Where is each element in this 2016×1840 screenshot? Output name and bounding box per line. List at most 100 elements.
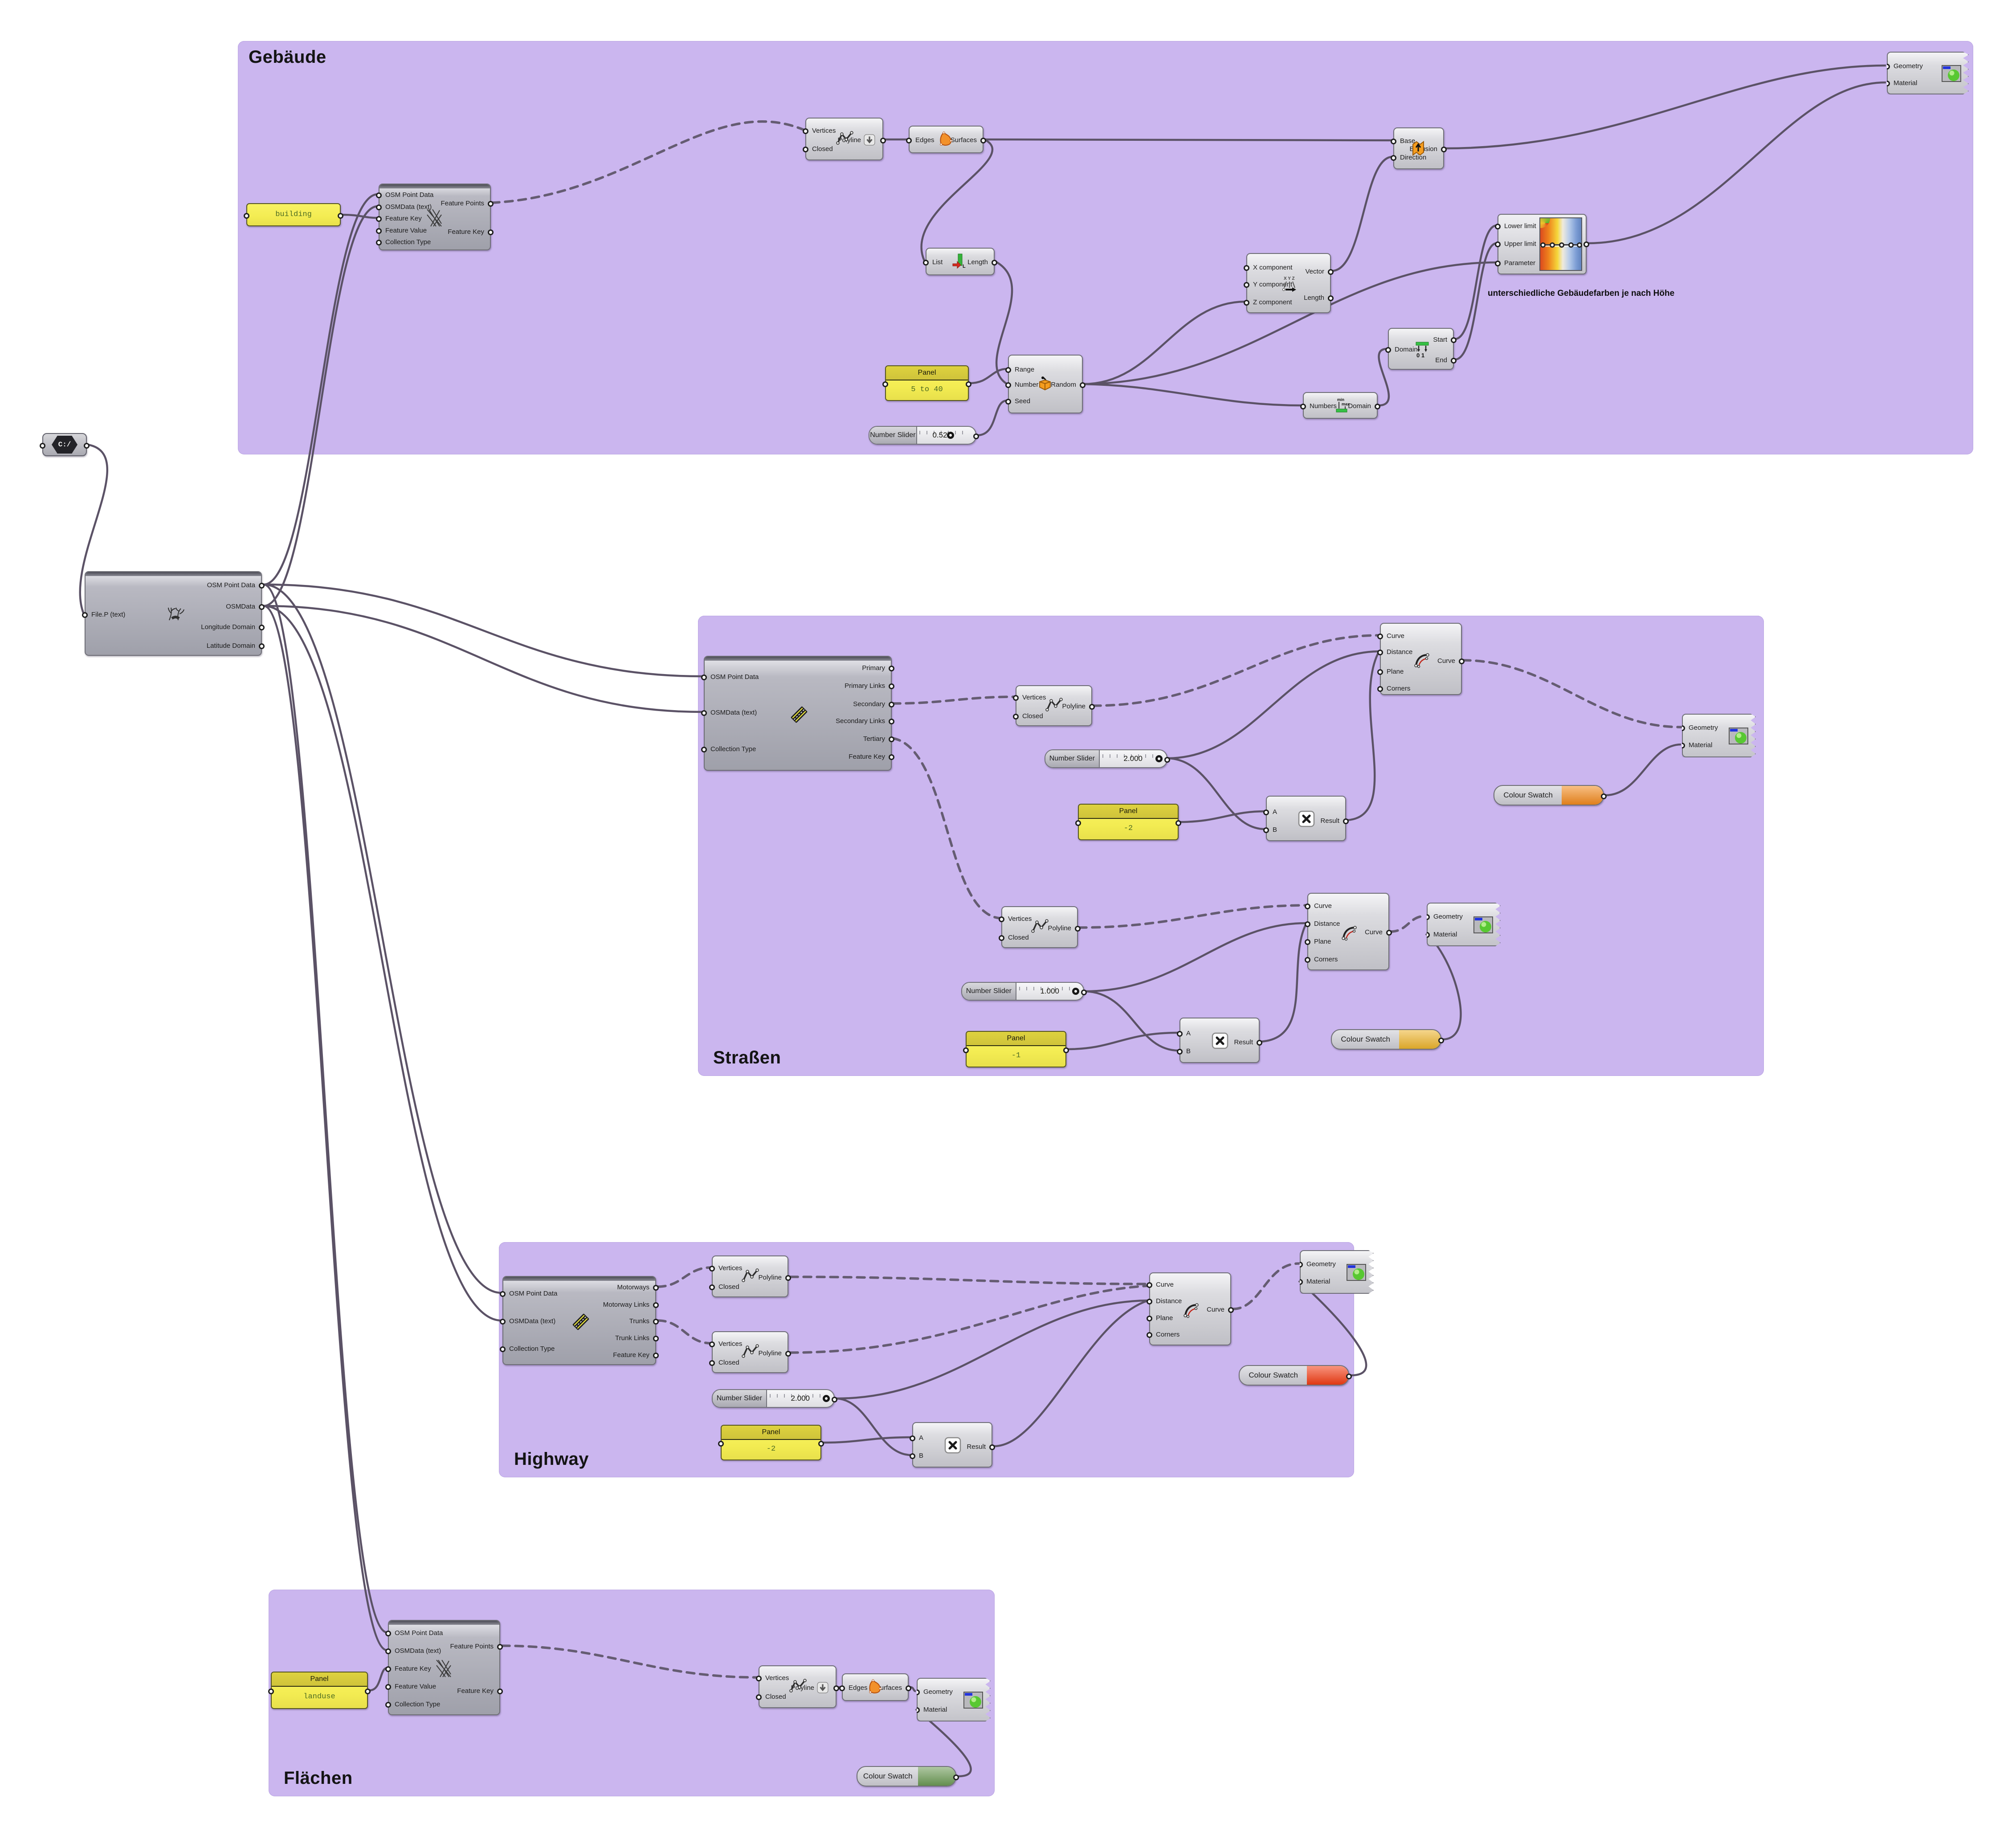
port-osm-streets-out-3[interactable] (889, 719, 894, 724)
port-list-length-out-0[interactable] (992, 260, 997, 266)
wire-osmpoints-to-highways[interactable] (263, 583, 502, 1294)
port-osm-building-out-0[interactable] (488, 201, 494, 207)
port-osm-building-in-4[interactable] (376, 240, 382, 245)
port-offset-1-out-0[interactable] (1459, 658, 1465, 664)
wire-random-to-parameter[interactable] (1083, 261, 1497, 385)
swatch-color[interactable] (1562, 786, 1603, 805)
port-gradient-in-0[interactable] (1495, 224, 1501, 229)
port-out-panel-landuse[interactable] (365, 1689, 371, 1694)
wire-osmpoints-to-streets[interactable] (263, 583, 703, 678)
wire-panel54-to-range[interactable] (969, 368, 1008, 384)
port-vector-xyz-out-1[interactable] (1328, 295, 1334, 301)
port-out-panel-neg2a[interactable] (1175, 820, 1181, 826)
port-list-length-in-0[interactable] (923, 260, 929, 266)
port-osm-landuse-in-1[interactable] (385, 1648, 391, 1654)
wire-polyline5-to-curve[interactable] (789, 1284, 1150, 1354)
port-vector-xyz-in-0[interactable] (1244, 265, 1249, 271)
port-osm-streets-out-1[interactable] (889, 683, 894, 689)
gradient-grip[interactable] (1559, 242, 1564, 248)
wire-result3-to-distance[interactable] (994, 1299, 1149, 1447)
port-surface-2-out-0[interactable] (906, 1685, 911, 1691)
wire-curve-to-geometry-b[interactable] (1389, 915, 1427, 933)
port-offset-3-out-0[interactable] (1228, 1307, 1234, 1313)
port-out-panel-building[interactable] (338, 213, 343, 219)
port-polyline-3-in-0[interactable] (999, 916, 1004, 922)
port-osm-building-in-2[interactable] (376, 216, 382, 222)
port-osm-streets-in-1[interactable] (701, 710, 707, 716)
wire-result1-to-distance[interactable] (1347, 650, 1380, 822)
port-offset-2-out-0[interactable] (1386, 930, 1392, 936)
wire-osmdata-to-building[interactable] (263, 205, 378, 607)
port-out-gradient[interactable] (1583, 241, 1589, 247)
port-polyline-5-in-0[interactable] (709, 1341, 715, 1347)
wire-secondary-to-vertices[interactable] (891, 695, 1016, 705)
wire-slider2b-to-b[interactable] (836, 1397, 912, 1456)
node-swatch-green[interactable]: Colour Swatch (857, 1766, 959, 1787)
port-offset-2-in-0[interactable] (1305, 904, 1310, 909)
port-in-file-path[interactable] (40, 443, 45, 449)
port-preview-flaechen-in-1[interactable] (917, 1707, 920, 1713)
port-offset-1-in-2[interactable] (1377, 669, 1383, 675)
slider-knob[interactable] (947, 432, 954, 439)
wire-slider2b-to-distance[interactable] (836, 1299, 1149, 1400)
wire-buildingpanel-to-featurekey[interactable] (341, 213, 378, 219)
panel-value[interactable]: -2 (766, 1445, 776, 1453)
port-preview-strassen-1-in-0[interactable] (1682, 725, 1685, 731)
wire-polyline-to-curve-a[interactable] (1092, 634, 1380, 707)
port-offset-2-in-1[interactable] (1305, 921, 1310, 927)
port-osm-streets-out-0[interactable] (889, 666, 894, 671)
wire-panel1-to-a[interactable] (1067, 1031, 1179, 1051)
port-surface-1-out-0[interactable] (980, 138, 986, 143)
port-osm-root-out-0[interactable] (259, 583, 265, 589)
port-polyline-2-in-1[interactable] (1013, 714, 1019, 720)
wire-surfaces-to-list[interactable] (920, 138, 994, 262)
port-osm-landuse-in-2[interactable] (385, 1666, 391, 1672)
gradient-grip[interactable] (1577, 242, 1583, 248)
gradient-grip[interactable] (1568, 242, 1574, 248)
port-offset-1-in-1[interactable] (1377, 650, 1383, 655)
port-out-slider-2000a[interactable] (1164, 757, 1170, 763)
slider-knob[interactable] (1072, 988, 1079, 995)
node-panel-neg1[interactable]: Panel-1 (963, 1031, 1069, 1067)
port-offset-2-in-2[interactable] (1305, 939, 1310, 945)
bake-button[interactable] (864, 134, 875, 148)
port-dedomain-in-0[interactable] (1385, 347, 1391, 353)
port-osm-landuse-in-4[interactable] (385, 1702, 391, 1708)
port-out-slider-2000b[interactable] (832, 1397, 837, 1402)
gradient-grip[interactable] (1540, 242, 1546, 248)
port-osm-highways-out-1[interactable] (653, 1302, 659, 1308)
port-bounds-in-0[interactable] (1300, 404, 1306, 409)
port-random-in-1[interactable] (1005, 382, 1011, 388)
port-out-swatch-green[interactable] (953, 1775, 959, 1780)
port-polyline-4-in-0[interactable] (709, 1266, 715, 1272)
panel-value[interactable]: building (275, 210, 312, 219)
swatch-color[interactable] (1307, 1366, 1348, 1385)
port-out-file-path[interactable] (84, 443, 90, 449)
port-offset-3-in-0[interactable] (1147, 1282, 1152, 1288)
wire-slider2a-to-distance[interactable] (1168, 650, 1379, 760)
port-osm-highways-out-4[interactable] (653, 1353, 659, 1358)
port-extrusion-out-0[interactable] (1441, 147, 1447, 152)
swatch-color[interactable] (1399, 1030, 1441, 1049)
wire-polyline4-to-curve[interactable] (789, 1276, 1150, 1285)
port-surface-2-in-0[interactable] (839, 1685, 845, 1691)
port-preview-strassen-2-in-0[interactable] (1427, 914, 1430, 920)
